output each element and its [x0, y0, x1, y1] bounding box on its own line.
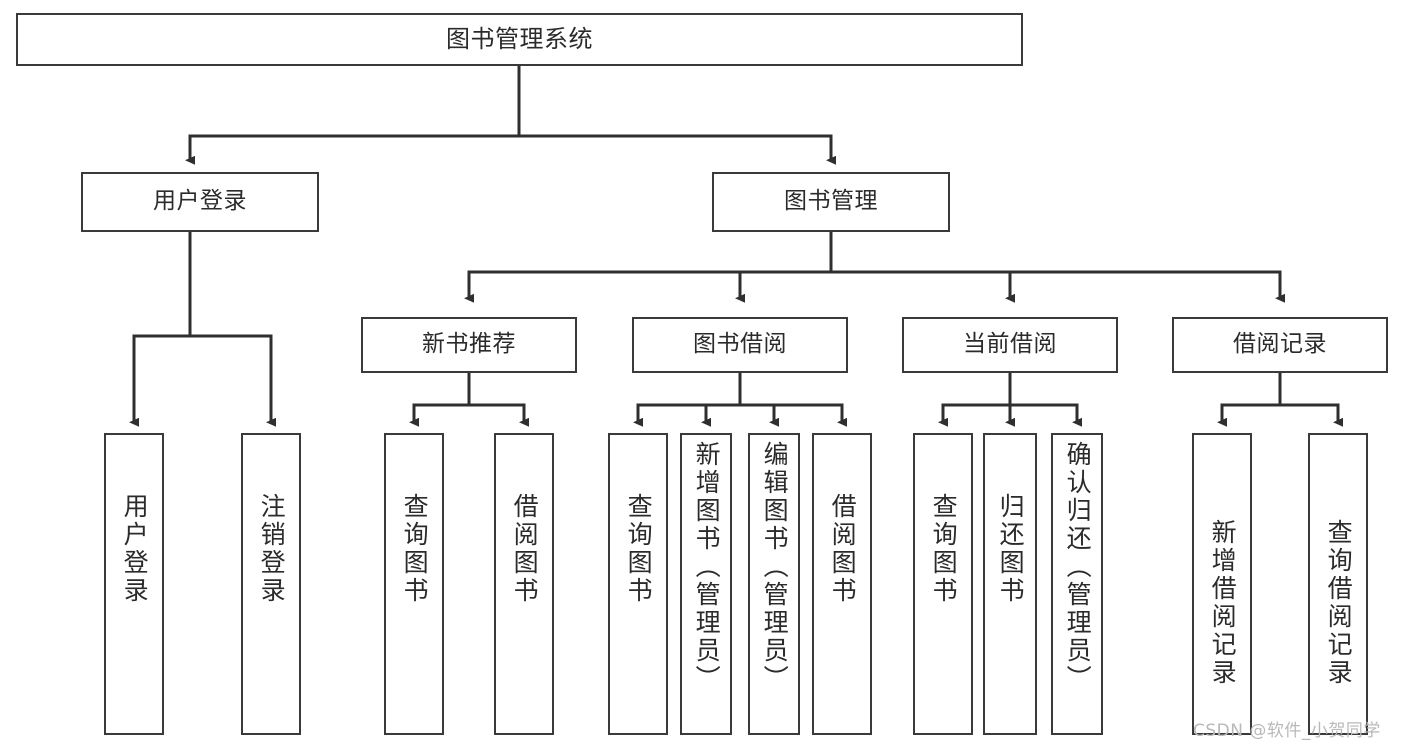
node-label: 注销登录: [257, 493, 287, 605]
node-label: 查询图书: [929, 493, 959, 605]
node-book-borrow[interactable]: 图书借阅: [632, 317, 848, 373]
leaf-current-return-book[interactable]: 归还图书: [983, 433, 1037, 735]
node-label: 新书推荐: [422, 331, 516, 358]
node-borrow-record[interactable]: 借阅记录: [1172, 317, 1388, 373]
node-user-login[interactable]: 用户登录: [81, 172, 319, 232]
node-label: 借阅记录: [1233, 331, 1327, 358]
node-root-system[interactable]: 图书管理系统: [16, 13, 1023, 66]
node-label: 查询图书: [400, 493, 430, 605]
node-label: 编辑图书（管理员）: [760, 441, 790, 693]
node-book-management[interactable]: 图书管理: [712, 172, 950, 232]
node-label: 归还图书: [996, 493, 1026, 605]
leaf-current-confirm-return-admin[interactable]: 确认归还（管理员）: [1051, 433, 1103, 735]
node-label: 用户登录: [153, 188, 247, 215]
leaf-record-query-record[interactable]: 查询借阅记录: [1308, 433, 1368, 735]
node-label: 用户登录: [120, 493, 150, 605]
leaf-user-login-login[interactable]: 用户登录: [104, 433, 164, 735]
leaf-borrow-borrow-book[interactable]: 借阅图书: [812, 433, 872, 735]
leaf-record-add-record[interactable]: 新增借阅记录: [1192, 433, 1252, 735]
leaf-current-query-book[interactable]: 查询图书: [913, 433, 973, 735]
leaf-recommend-query-book[interactable]: 查询图书: [384, 433, 444, 735]
node-label: 借阅图书: [828, 493, 858, 605]
node-new-book-recommend[interactable]: 新书推荐: [361, 317, 577, 373]
node-current-borrow[interactable]: 当前借阅: [902, 317, 1118, 373]
leaf-recommend-borrow-book[interactable]: 借阅图书: [494, 433, 554, 735]
node-label: 图书管理系统: [446, 25, 593, 54]
node-label: 查询图书: [624, 493, 654, 605]
node-label: 确认归还（管理员）: [1063, 441, 1093, 693]
leaf-borrow-query-book[interactable]: 查询图书: [608, 433, 668, 735]
node-label: 图书借阅: [693, 331, 787, 358]
leaf-borrow-edit-book-admin[interactable]: 编辑图书（管理员）: [748, 433, 800, 735]
node-label: 借阅图书: [510, 493, 540, 605]
node-label: 新增借阅记录: [1208, 519, 1238, 687]
leaf-user-login-logout[interactable]: 注销登录: [241, 433, 301, 735]
node-label: 当前借阅: [963, 331, 1057, 358]
node-label: 查询借阅记录: [1324, 519, 1354, 687]
node-label: 图书管理: [784, 188, 878, 215]
leaf-borrow-add-book-admin[interactable]: 新增图书（管理员）: [680, 433, 732, 735]
csdn-watermark: CSDN @软件_小贺同学: [1193, 721, 1381, 741]
node-label: 新增图书（管理员）: [692, 441, 722, 693]
